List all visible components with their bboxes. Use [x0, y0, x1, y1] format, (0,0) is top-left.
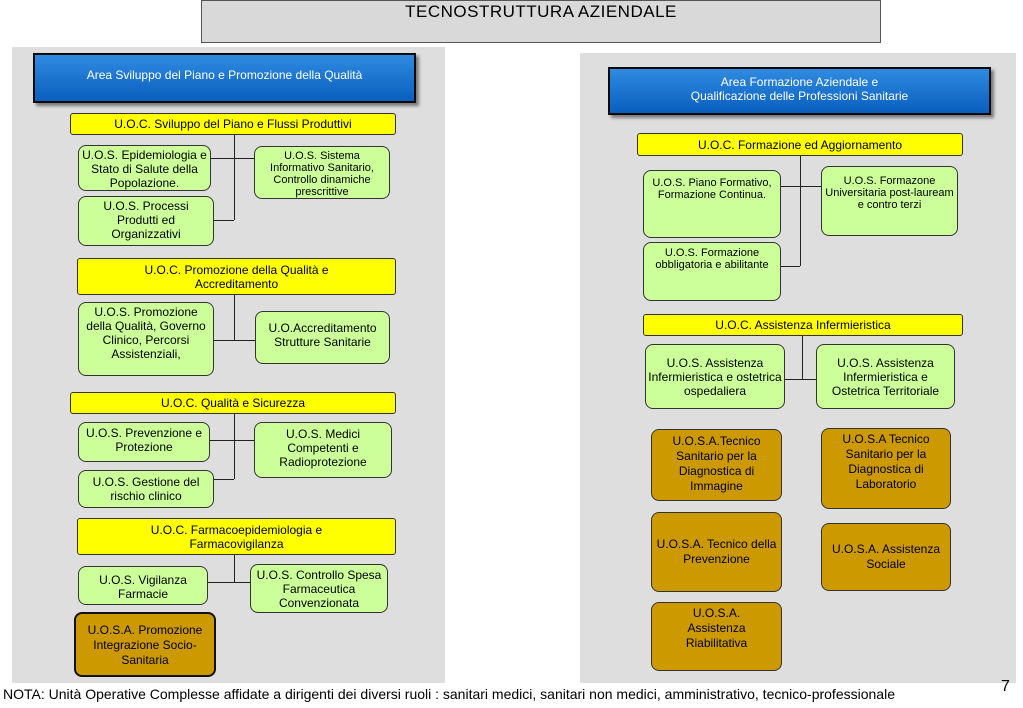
connector — [800, 156, 801, 266]
area-formazione-line1: Area Formazione Aziendale e — [720, 75, 879, 89]
uos-medici-competenti: U.O.S. Medici Competenti e Radioprotezio… — [254, 422, 392, 478]
connector — [210, 440, 254, 441]
page-number: 7 — [1001, 678, 1010, 695]
uos-piano-formativo: U.O.S. Piano Formativo, Formazione Conti… — [643, 170, 781, 238]
uos-formazione-obbligatoria: U.O.S. Formazione obbligatoria e abilita… — [643, 242, 781, 301]
uos-processi: U.O.S. Processi Produtti ed Organizzativ… — [78, 196, 214, 246]
connector — [234, 555, 235, 582]
uos-promozione-qualita: U.O.S. Promozione della Qualità, Governo… — [78, 302, 214, 376]
uos-epidemiologia: U.O.S. Epidemiologia e Stato di Salute d… — [78, 145, 211, 191]
uoc-farmacoepidemiologia: U.O.C. Farmacoepidemiologia e Farmacovig… — [77, 518, 396, 555]
uosa-assistenza-riabilitativa: U.O.S.A. Assistenza Riabilitativa — [651, 602, 782, 671]
connector — [781, 266, 800, 267]
connector — [802, 336, 803, 380]
area-formazione-aziendale: Area Formazione Aziendale e Qualificazio… — [608, 67, 991, 115]
connector — [234, 414, 235, 479]
uosa-diagnostica-immagine: U.O.S.A.Tecnico Sanitario per la Diagnos… — [651, 429, 782, 501]
connector — [211, 158, 254, 159]
uos-assistenza-territoriale: U.O.S. Assistenza Infermieristica e Oste… — [816, 344, 955, 409]
connector — [234, 295, 235, 340]
uos-controllo-spesa: U.O.S. Controllo Spesa Farmaceutica Conv… — [250, 564, 388, 613]
connector — [214, 340, 255, 341]
uoc-promozione-qualita: U.O.C. Promozione della Qualità e Accred… — [77, 258, 396, 295]
uos-sistema-informativo: U.O.S. Sistema Informativo Sanitario, Co… — [254, 146, 390, 199]
uos-prevenzione-protezione: U.O.S. Prevenzione e Protezione — [78, 422, 210, 462]
footer-note: NOTA: Unità Operative Complesse affidate… — [3, 686, 895, 702]
uo-accreditamento: U.O.Accreditamento Strutture Sanitarie — [255, 311, 390, 364]
connector — [214, 220, 234, 221]
area-sviluppo-piano-label: Area Sviluppo del Piano e Promozione del… — [86, 68, 363, 82]
uos-assistenza-ospedaliera: U.O.S. Assistenza Infermieristica e oste… — [645, 344, 785, 409]
uos-formazione-universitaria: U.O.S. Formazone Universitaria post-laur… — [821, 166, 958, 236]
uosa-tecnico-prevenzione: U.O.S.A. Tecnico della Prevenzione — [651, 512, 782, 592]
connector — [208, 582, 250, 583]
area-formazione-line2: Qualificazione delle Professioni Sanitar… — [690, 89, 909, 103]
uoc-assistenza-infermieristica: U.O.C. Assistenza Infermieristica — [643, 314, 963, 336]
connector — [784, 379, 817, 380]
uoc-sviluppo-piano-flussi: U.O.C. Sviluppo del Piano e Flussi Produ… — [70, 113, 396, 135]
uosa-diagnostica-laboratorio: U.O.S.A Tecnico Sanitario per la Diagnos… — [821, 428, 951, 509]
uosa-assistenza-sociale: U.O.S.A. Assistenza Sociale — [821, 523, 951, 591]
area-sviluppo-piano: Area Sviluppo del Piano e Promozione del… — [33, 53, 416, 103]
uosa-promozione-integrazione: U.O.S.A. Promozione Integrazione Socio-S… — [74, 612, 216, 677]
connector — [234, 135, 235, 220]
uos-vigilanza-farmacie: U.O.S. Vigilanza Farmacie — [78, 566, 208, 605]
uoc-qualita-sicurezza: U.O.C. Qualità e Sicurezza — [70, 392, 396, 414]
page-title: TECNOSTRUTTURA AZIENDALE — [201, 0, 881, 43]
uos-rischio-clinico: U.O.S. Gestione del rischio clinico — [78, 470, 214, 508]
connector — [214, 479, 234, 480]
uoc-formazione-aggiornamento: U.O.C. Formazione ed Aggiornamento — [637, 133, 963, 156]
connector — [781, 186, 821, 187]
